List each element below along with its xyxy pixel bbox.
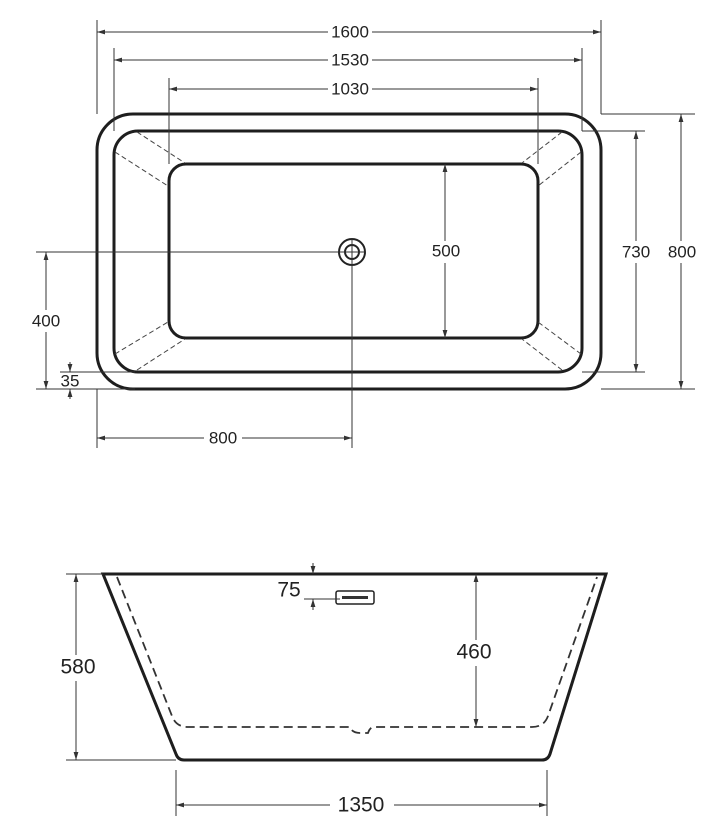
dim-75: 75 — [277, 563, 316, 610]
svg-text:75: 75 — [277, 579, 300, 602]
corner-slope-lines — [114, 131, 582, 371]
overflow-icon — [335, 590, 375, 605]
side-view: 580 75 460 1350 — [56, 563, 609, 819]
dim-800-width: 800 — [664, 114, 700, 389]
dim-400: 400 — [28, 252, 64, 389]
svg-text:400: 400 — [32, 312, 60, 331]
tub-side-outline — [100, 572, 609, 762]
dim-500: 500 — [428, 164, 464, 338]
top-view: 1600 1530 1030 500 730 800 — [28, 20, 700, 448]
svg-text:1350: 1350 — [338, 794, 385, 817]
dim-730: 730 — [619, 131, 653, 372]
tub-inner-profile — [116, 576, 598, 734]
tub-basin — [167, 162, 540, 340]
dim-35: 35 — [61, 362, 80, 399]
dim-460: 460 — [452, 574, 498, 727]
dim-580: 580 — [56, 574, 100, 760]
svg-text:460: 460 — [456, 641, 491, 664]
svg-text:35: 35 — [61, 372, 80, 391]
dim-1530: 1530 — [114, 50, 582, 70]
svg-text:1530: 1530 — [331, 51, 369, 70]
svg-text:800: 800 — [209, 429, 237, 448]
svg-text:1030: 1030 — [331, 80, 369, 99]
svg-text:730: 730 — [622, 243, 650, 262]
dim-1030: 1030 — [169, 79, 538, 99]
dim-1350: 1350 — [176, 793, 547, 819]
dim-1600: 1600 — [97, 22, 601, 42]
svg-text:1600: 1600 — [331, 23, 369, 42]
svg-text:580: 580 — [60, 656, 95, 679]
svg-text:800: 800 — [668, 243, 696, 262]
dim-800-drain: 800 — [97, 428, 352, 448]
svg-text:500: 500 — [432, 242, 460, 261]
